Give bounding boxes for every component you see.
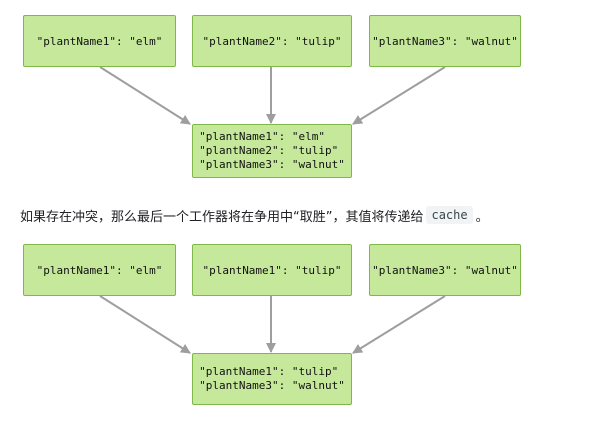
arrow-bottom-3 [352,295,446,354]
explanation-paragraph: 如果存在冲突，那么最后一个工作器将在争用中“取胜”，其值将传递给 cache 。 [20,202,600,228]
bottom-result-line-2: "plantName3": "walnut" [199,379,345,392]
bottom-source-box-3: "plantName3": "walnut" [369,244,521,296]
bottom-result-line-1: "plantName1": "tulip" [199,365,339,378]
arrow-bottom-1 [99,295,191,354]
arrow-top-3 [352,66,446,125]
top-result-line-1: "plantName1": "elm" [199,130,325,143]
bottom-result-box: "plantName1": "tulip" "plantName3": "wal… [192,353,352,405]
top-result-line-3: "plantName3": "walnut" [199,158,345,171]
bottom-source-box-1: "plantName1": "elm" [23,244,176,296]
top-source-box-1: "plantName1": "elm" [23,15,176,67]
paragraph-text-after: 。 [475,209,489,225]
top-source-box-3: "plantName3": "walnut" [369,15,521,67]
arrow-top-1 [99,66,191,125]
top-result-line-2: "plantName2": "tulip" [199,144,339,157]
top-source-text-1: "plantName1": "elm" [36,34,163,48]
top-source-text-3: "plantName3": "walnut" [372,34,518,48]
bottom-source-text-1: "plantName1": "elm" [36,263,163,277]
cache-code: cache [426,206,473,224]
bottom-source-text-3: "plantName3": "walnut" [372,263,518,277]
bottom-source-text-2: "plantName1": "tulip" [202,263,342,277]
top-source-text-2: "plantName2": "tulip" [202,34,342,48]
paragraph-text-before: 如果存在冲突，那么最后一个工作器将在争用中“取胜”，其值将传递给 [20,209,424,225]
top-result-box: "plantName1": "elm" "plantName2": "tulip… [192,124,352,178]
bottom-source-box-2: "plantName1": "tulip" [192,244,352,296]
top-source-box-2: "plantName2": "tulip" [192,15,352,67]
